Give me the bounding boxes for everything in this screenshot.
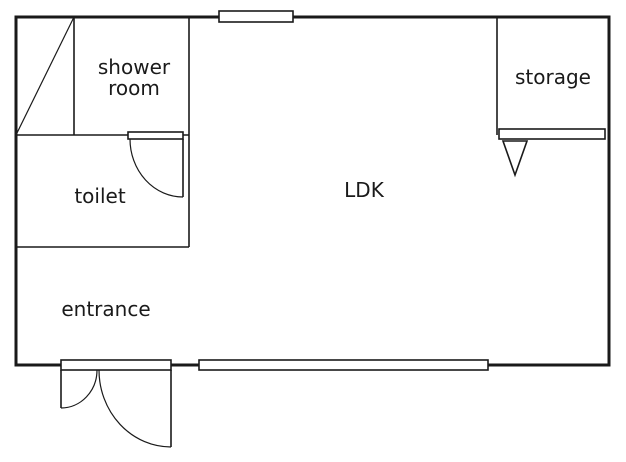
entrance-label: entrance xyxy=(61,297,150,321)
toilet-door-frame xyxy=(127,131,184,140)
top-window xyxy=(218,10,294,23)
entrance-door-large-swing xyxy=(98,369,172,448)
storage-label: storage xyxy=(515,65,591,89)
entrance-door-frame xyxy=(60,359,172,371)
washbasin-diagonal xyxy=(15,16,75,136)
shower-room-label-line2: room xyxy=(108,76,160,100)
storage-door-marker xyxy=(501,140,529,178)
toilet-label: toilet xyxy=(74,184,125,208)
ldk-label: LDK xyxy=(344,178,385,202)
toilet-door-swing xyxy=(129,138,184,198)
bottom-window xyxy=(198,359,489,371)
entrance-door-small-swing xyxy=(60,369,98,409)
shower-room-label-line1: shower xyxy=(98,55,171,79)
storage-door-frame xyxy=(498,128,606,140)
